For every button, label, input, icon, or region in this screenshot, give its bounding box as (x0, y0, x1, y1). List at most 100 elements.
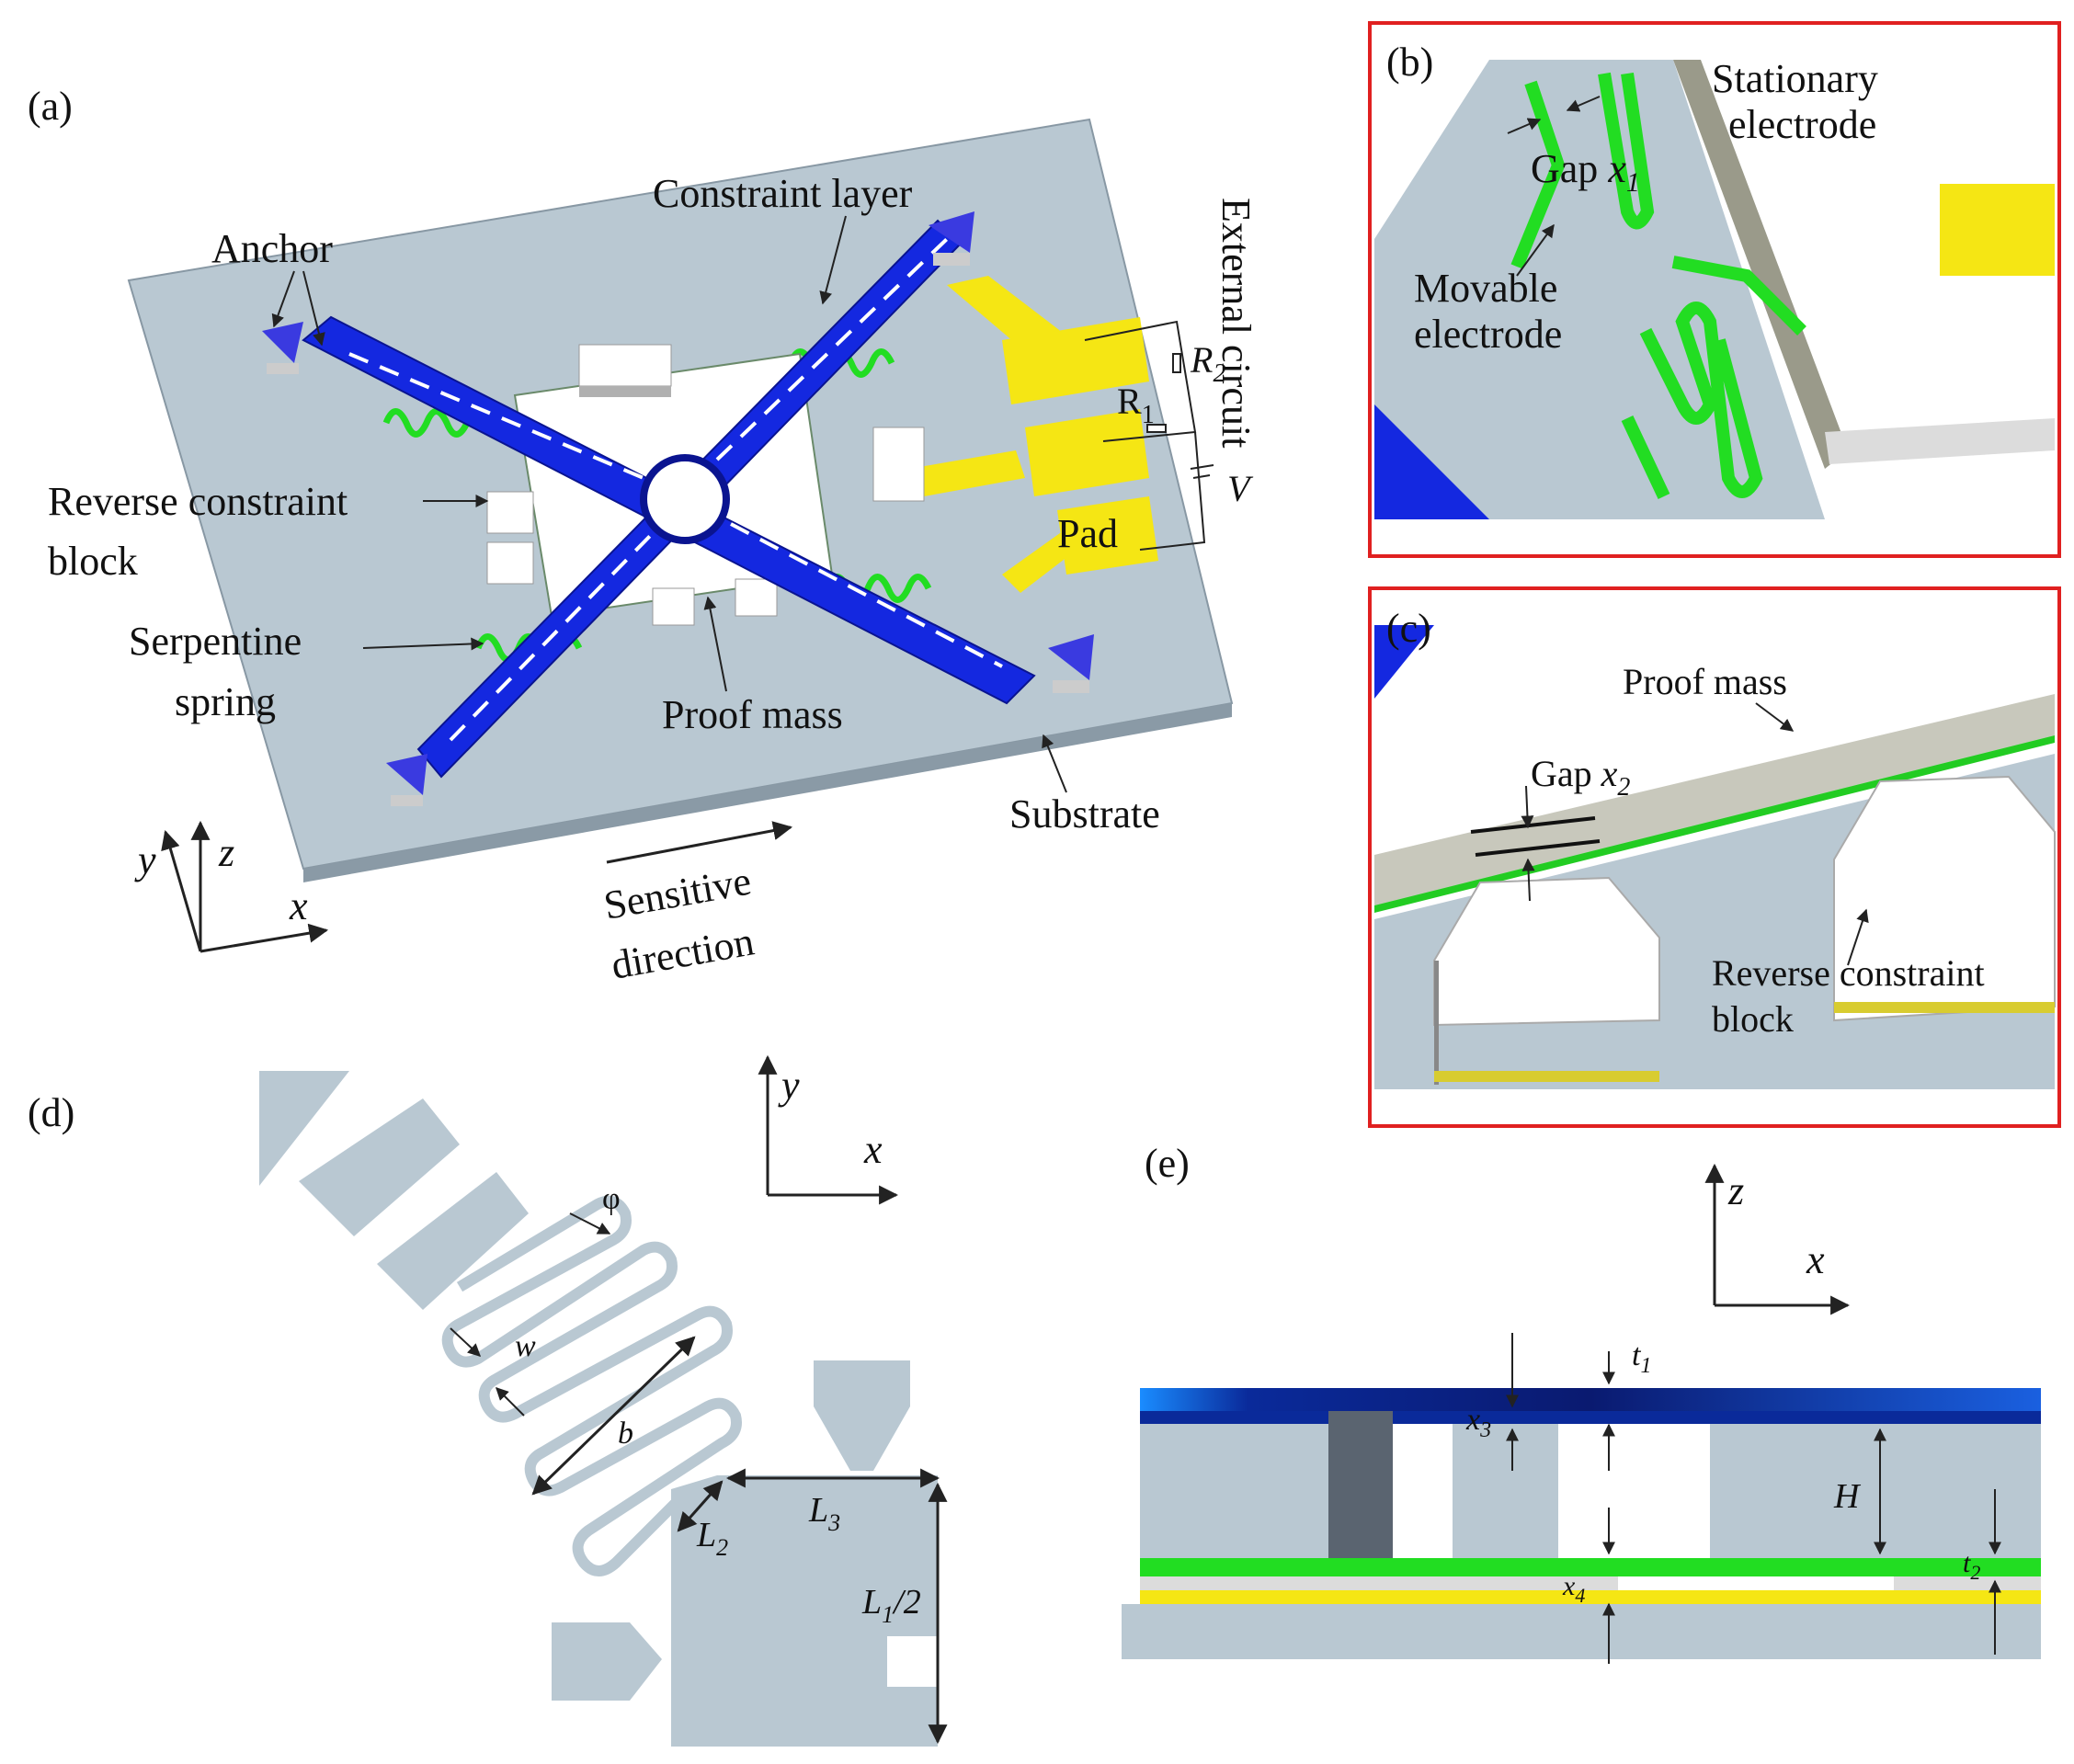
external-circuit-label: External circuit (1214, 198, 1259, 448)
pad-label: Pad (1057, 511, 1118, 556)
proof-mass-quarter (671, 1475, 938, 1747)
svg-text:x3: x3 (1465, 1403, 1491, 1442)
stationary-label-2: electrode (1728, 102, 1876, 147)
serpentine-label-2: spring (175, 679, 276, 724)
v-label: V (1227, 468, 1254, 509)
panel-c-proof-mass-label: Proof mass (1623, 661, 1787, 702)
anchor-tl (262, 322, 303, 363)
pads (919, 276, 1158, 593)
w-label: w (515, 1329, 536, 1363)
gap-x2-label: Gap (1531, 753, 1601, 794)
gap-x2-sub: 2 (1617, 773, 1630, 802)
x4-label: x (1562, 1571, 1576, 1601)
panel-b-pad (1940, 184, 2055, 276)
panel-b: (b) Stationary electrode Gap x1 Movable … (1368, 21, 2061, 558)
b-label: b (618, 1417, 633, 1451)
l3-label: L (808, 1491, 828, 1530)
panel-c-reverse-label-2: block (1712, 998, 1794, 1040)
proof-mass-label: Proof mass (662, 692, 843, 737)
anchor-br (1048, 634, 1094, 680)
phi-label: φ (602, 1182, 621, 1216)
stationary-label-1: Stationary (1712, 56, 1878, 101)
panel-a: (a) (28, 84, 1259, 988)
panel-b-electrodes (1510, 72, 1806, 499)
r2-sub: 2 (1213, 359, 1225, 388)
reverse-constraint-label-1: Reverse constraint (48, 479, 348, 524)
reverse-block-left-d (552, 1622, 662, 1701)
battery-plate-1 (1190, 464, 1214, 470)
electrode-bar-1 (259, 1071, 349, 1186)
h-label: H (1833, 1477, 1862, 1516)
stationary-electrode-finger (1598, 72, 1655, 230)
panel-c-tag: (c) (1386, 606, 1431, 651)
substrate-section (1122, 1604, 2041, 1659)
svg-text:Gap x2: Gap x2 (1531, 753, 1630, 802)
t1-label: t (1632, 1338, 1642, 1372)
t1-sub: 1 (1640, 1354, 1651, 1378)
panel-c: (c) Proof mass Gap x2 Reverse constraint… (1368, 586, 2061, 1128)
substrate-edge (303, 703, 1232, 882)
panel-d: (d) φ w b L2 L3 L1/2 y x (28, 1054, 948, 1747)
constraint-layer-label: Constraint layer (653, 171, 913, 216)
anchor-bl (386, 754, 427, 795)
pad-top (1002, 317, 1149, 404)
svg-text:t1: t1 (1632, 1338, 1651, 1378)
r1-sub: 1 (1142, 401, 1155, 429)
resistor-r1 (1146, 424, 1167, 433)
l1-label: L (861, 1583, 882, 1622)
axis-z-a: z (218, 830, 234, 875)
gap-x1-label: Gap (1531, 146, 1608, 191)
reverse-block-right (1833, 775, 2056, 1022)
svg-text:R1: R1 (1117, 381, 1155, 429)
svg-text:R2: R2 (1190, 339, 1225, 388)
svg-text:L3: L3 (808, 1491, 840, 1536)
l2-label: L (696, 1516, 716, 1554)
r1-label: R (1117, 381, 1142, 422)
axes-a (161, 820, 329, 953)
svg-text:t2: t2 (1963, 1548, 1980, 1584)
constraint-slots (348, 237, 1003, 742)
electrode-bar-3 (377, 1172, 529, 1310)
x3-sub: 3 (1479, 1418, 1491, 1442)
axis-z-e: z (1727, 1168, 1744, 1213)
panel-c-constraint (1374, 625, 1434, 699)
gap-x1-symbol: x (1607, 146, 1626, 191)
stationary-electrode-side (1673, 60, 1848, 469)
electrode-bar-2 (299, 1098, 460, 1236)
l3-sub: 3 (827, 1509, 840, 1536)
reverse-constraint-label-2: block (48, 539, 138, 584)
panel-d-tag: (d) (28, 1090, 74, 1135)
panel-b-tag: (b) (1386, 40, 1433, 85)
svg-text:L1/2: L1/2 (861, 1583, 921, 1628)
anchor-tr (929, 211, 974, 253)
svg-text:L2: L2 (696, 1516, 728, 1561)
panel-c-reverse-label-1: Reverse constraint (1712, 952, 1985, 994)
pad-layer-section (1140, 1590, 2041, 1604)
panel-e: (e) z x t1 x3 H t2 x4 (1122, 1141, 2041, 1664)
movable-label-1: Movable (1414, 266, 1557, 311)
serpentine-label-1: Serpentine (129, 619, 302, 664)
t2-label: t (1963, 1548, 1971, 1578)
panel-e-tag: (e) (1145, 1141, 1190, 1186)
circuit-wire-1 (1084, 320, 1197, 442)
axis-x-d: x (863, 1127, 883, 1172)
circuit-wire-2 (1139, 431, 1206, 551)
substrate-label: Substrate (1009, 791, 1160, 836)
axis-x-a: x (289, 883, 308, 928)
x4-sub: 4 (1575, 1584, 1585, 1607)
anchors (262, 211, 1094, 806)
constraint-ring (640, 454, 730, 544)
pad-bottom (1057, 496, 1158, 575)
movable-electrode-path (1510, 80, 1566, 269)
blocks-a (486, 344, 925, 626)
gap-x2-symbol: x (1601, 753, 1618, 794)
sensitive-label-1: Sensitive (600, 859, 754, 928)
panel-b-constraint (1374, 404, 1489, 519)
axis-y-a: y (134, 837, 156, 882)
sensitive-arrow (606, 821, 793, 864)
pad-middle (1025, 409, 1149, 496)
panel-a-tag: (a) (28, 84, 73, 129)
external-circuit (1084, 320, 1214, 551)
